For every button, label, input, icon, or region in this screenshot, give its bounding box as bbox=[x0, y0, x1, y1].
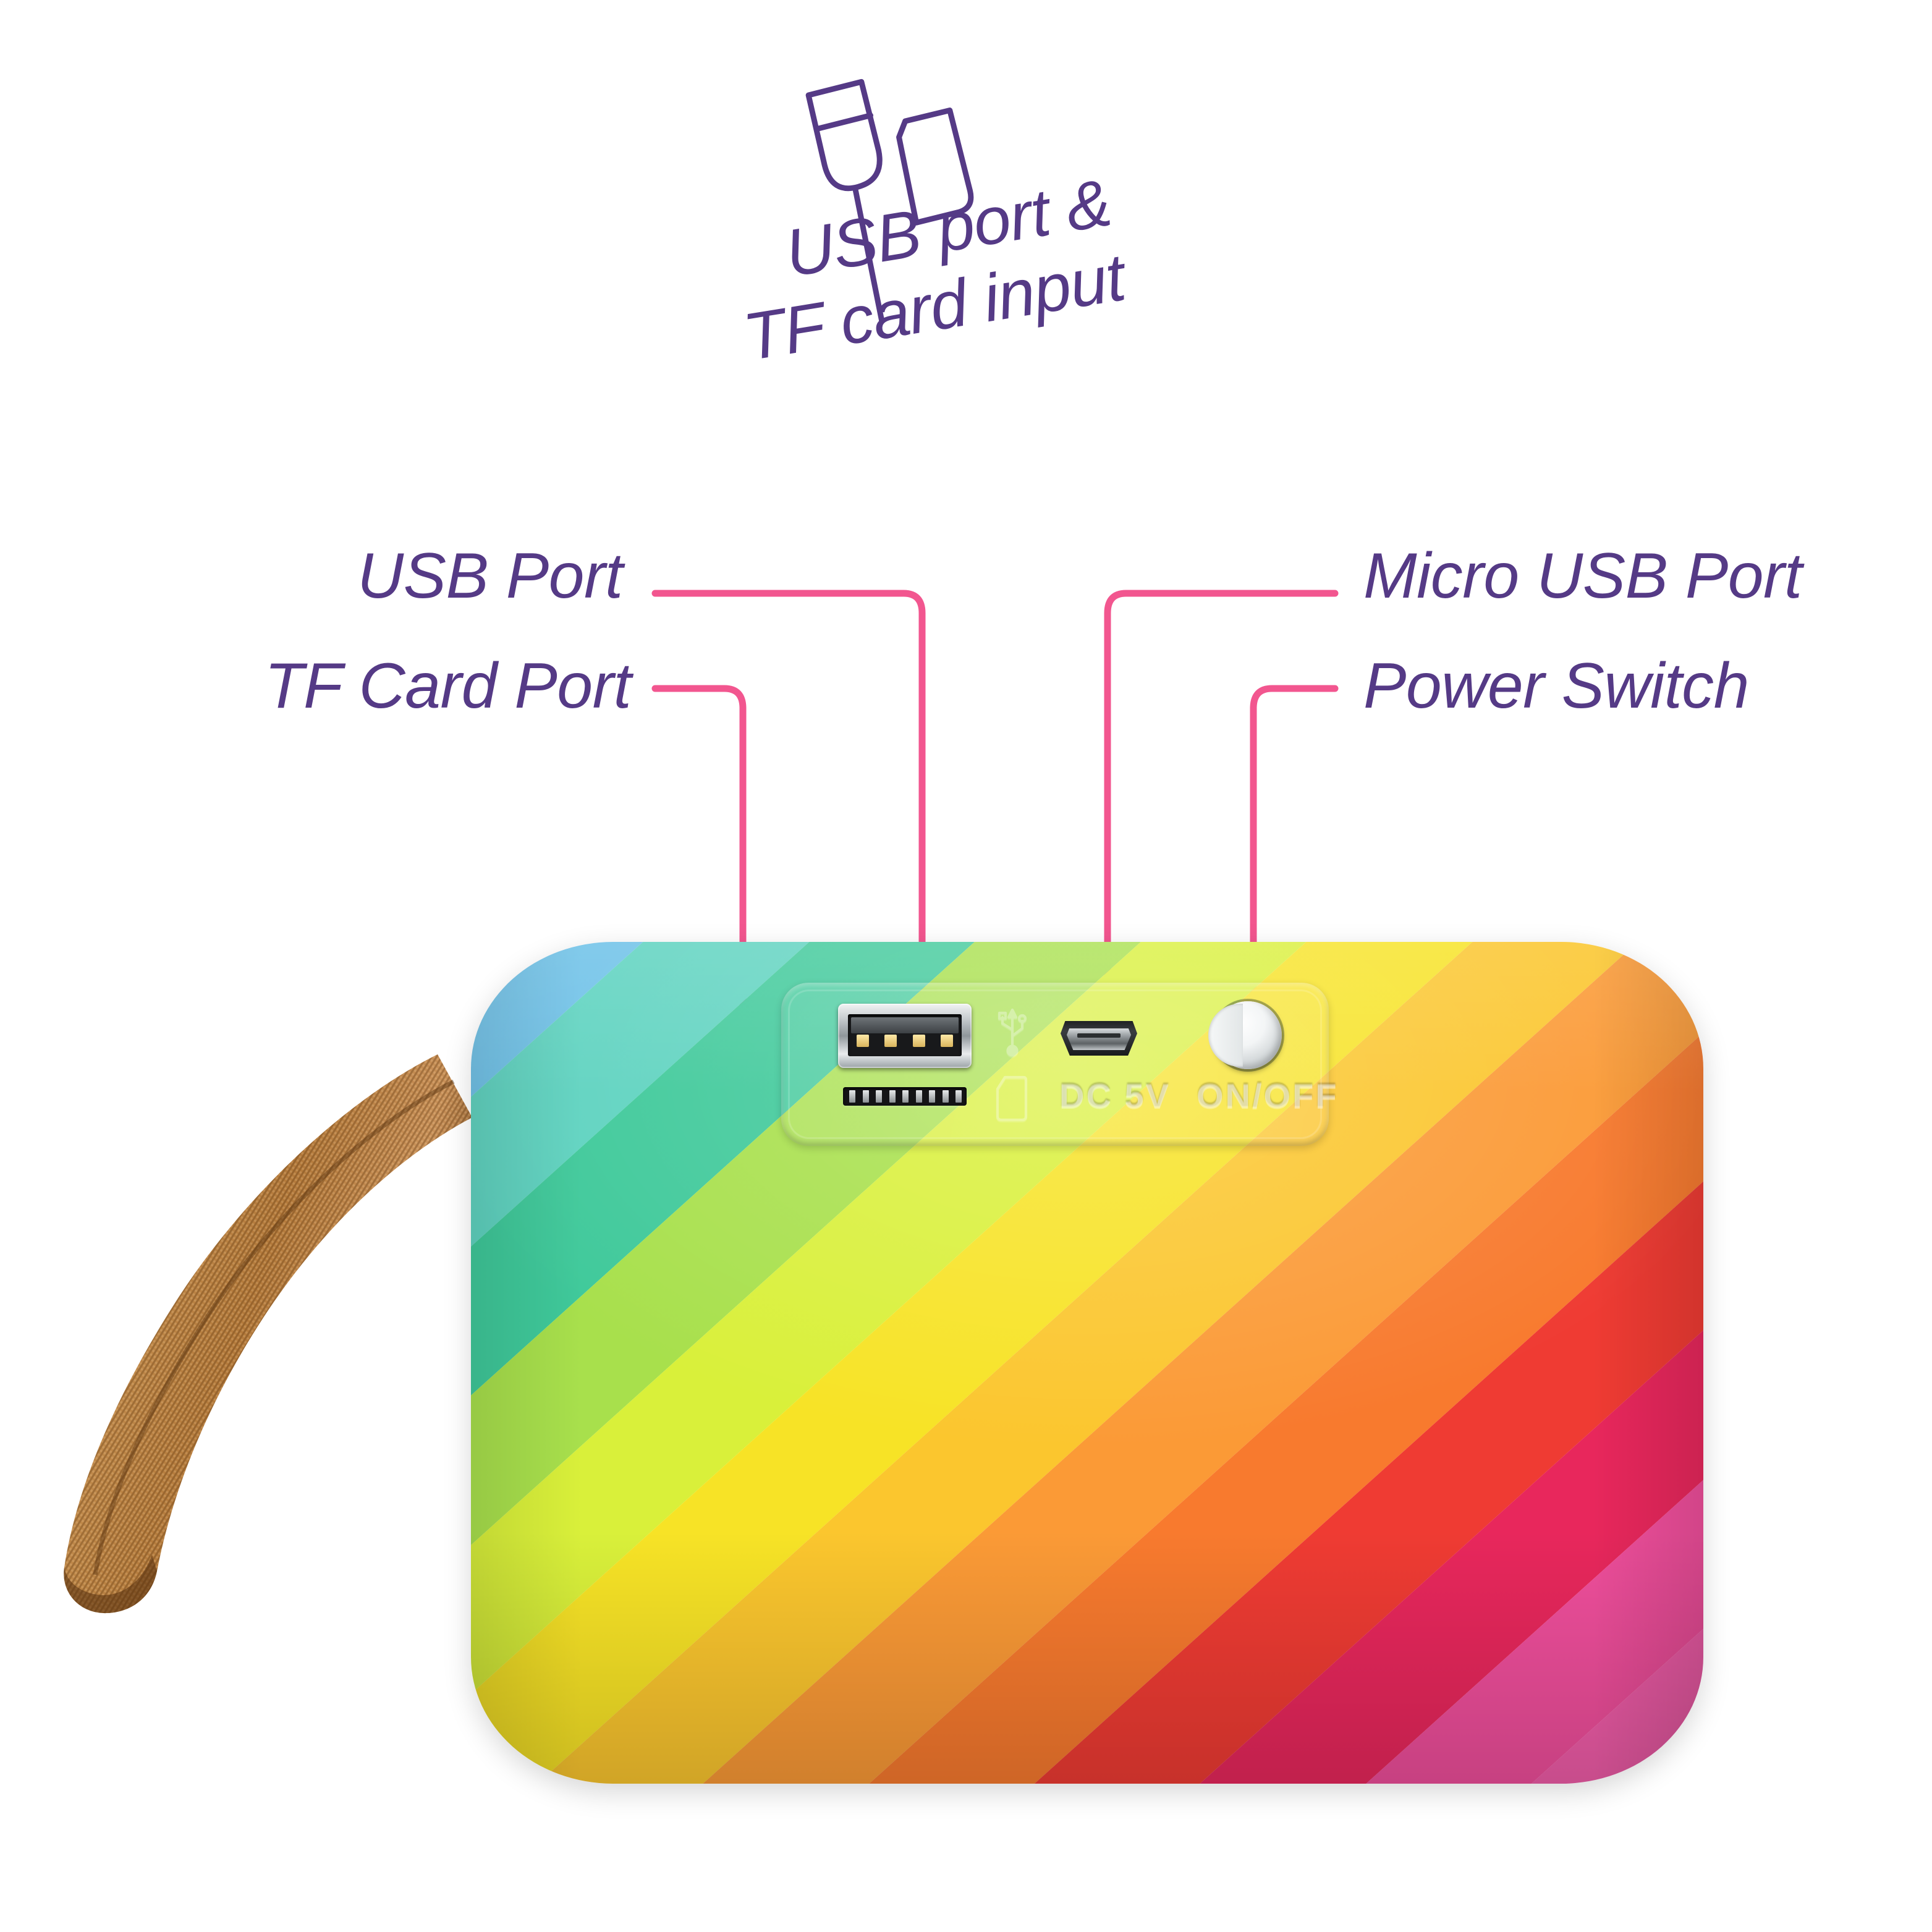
micro-usb-mouth bbox=[1067, 1028, 1131, 1050]
usb-cable-and-tf-card-icon bbox=[805, 78, 974, 323]
callout-label-power-switch: Power Switch bbox=[1363, 650, 1750, 722]
usb-a-cavity bbox=[848, 1014, 962, 1056]
callout-label-tf-card-port: TF Card Port bbox=[265, 650, 632, 722]
usb-a-tongue bbox=[851, 1017, 959, 1033]
strap-webbing bbox=[64, 1054, 473, 1614]
rainbow-bluetooth-speaker: DC 5V ON/OFF bbox=[471, 942, 1703, 1784]
port-panel: DC 5V ON/OFF bbox=[781, 983, 1337, 1146]
callout-label-micro-usb-port: Micro USB Port bbox=[1363, 540, 1802, 612]
power-button[interactable] bbox=[1208, 1001, 1282, 1069]
power-switch-label: ON/OFF bbox=[1197, 1076, 1339, 1115]
speaker-body bbox=[471, 942, 1703, 1784]
tf-slot-contacts bbox=[849, 1090, 962, 1103]
tf-card-icon bbox=[996, 1075, 1028, 1122]
header-block: USB port & TF card input bbox=[739, 68, 1273, 414]
usb-trident-icon bbox=[998, 1008, 1027, 1057]
usb-a-port[interactable] bbox=[838, 1004, 972, 1068]
usb-a-pins bbox=[857, 1035, 953, 1047]
callout-label-usb-port: USB Port bbox=[357, 540, 623, 612]
micro-usb-label: DC 5V bbox=[1059, 1076, 1171, 1115]
wrist-strap bbox=[64, 1054, 473, 1614]
tf-card-slot[interactable] bbox=[843, 1087, 967, 1106]
micro-usb-port[interactable] bbox=[1061, 1021, 1137, 1056]
body-shading bbox=[471, 942, 1703, 1784]
micro-usb-shell bbox=[1061, 1021, 1137, 1056]
